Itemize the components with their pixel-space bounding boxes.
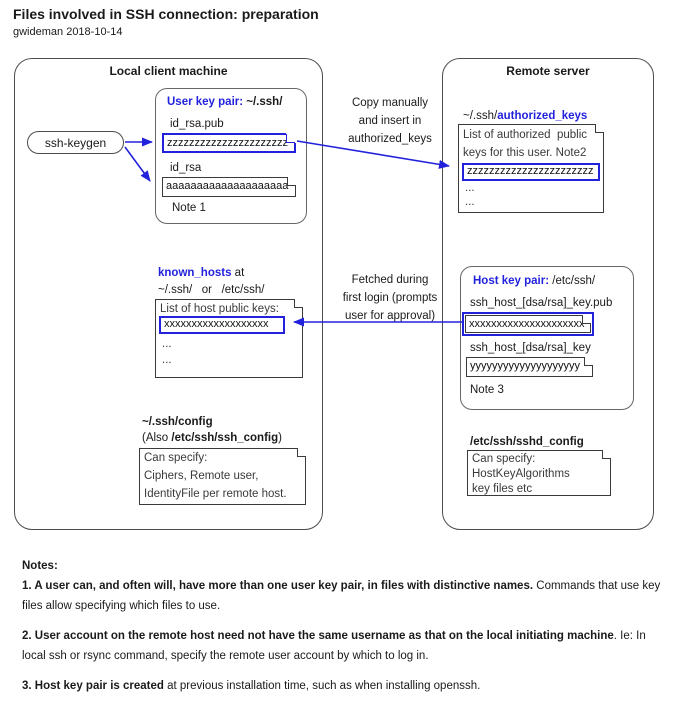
sshd-config-line-1: Can specify: (472, 453, 536, 465)
notes-section: Notes: 1. A user can, and often will, ha… (22, 556, 662, 706)
authorized-keys-line2: keys for this user. Note2 (463, 147, 587, 159)
ssh-host-key-pub-file: xxxxxxxxxxxxxxxxxxxxx (465, 314, 592, 333)
sshd-config-line-3: key files etc (472, 483, 533, 495)
id-rsa-label: id_rsa (170, 162, 202, 174)
ssh-keygen-label: ssh-keygen (44, 135, 107, 150)
user-key-pair-box (155, 88, 307, 224)
note-1-bold: 1. A user can, and often will, have more… (22, 580, 534, 592)
sshd-config-line-2: HostKeyAlgorithms (472, 468, 570, 480)
note-3-ref: Note 3 (470, 384, 504, 396)
note-2-bold: 2. User account on the remote host need … (22, 630, 614, 642)
sshd-config-title: /etc/ssh/sshd_config (470, 436, 584, 448)
id-rsa-content: aaaaaaaaaaaaaaaaaaaa (166, 180, 289, 192)
note-1-ref: Note 1 (172, 202, 206, 214)
note-3: 3. Host key pair is created at previous … (22, 676, 662, 696)
known-hosts-ellipsis-2: ... (162, 354, 172, 366)
ssh-host-key-file: yyyyyyyyyyyyyyyyyyyy (466, 356, 594, 377)
authorized-keys-key-entry: zzzzzzzzzzzzzzzzzzzzzzz (462, 163, 600, 181)
page-title: Files involved in SSH connection: prepar… (13, 6, 319, 22)
known-hosts-ellipsis-1: ... (162, 338, 172, 350)
known-hosts-title-bold: known_hosts (158, 267, 232, 279)
page-subtitle: gwideman 2018-10-14 (13, 26, 123, 38)
ssh-host-key-content: yyyyyyyyyyyyyyyyyyyy (470, 360, 580, 372)
ssh-config-file: Can specify: Ciphers, Remote user, Ident… (139, 447, 307, 505)
ssh-config-subtitle: (Also /etc/ssh/ssh_config) (142, 431, 282, 446)
ssh-config-subtitle-pre: (Also (142, 432, 172, 444)
user-key-pair-title-bold: User key pair: (167, 96, 244, 108)
known-hosts-key-entry: xxxxxxxxxxxxxxxxxxx (159, 316, 285, 334)
fetched-during-label: Fetched during first login (prompts user… (342, 274, 438, 322)
copy-manually-label: Copy manually and insert in authorized_k… (348, 97, 432, 145)
host-key-pair-title-bold: Host key pair: (473, 275, 550, 287)
known-hosts-line1: List of host public keys: (160, 303, 279, 315)
ssh-config-subtitle-post: ) (278, 432, 282, 444)
notes-heading: Notes: (22, 560, 58, 572)
id-rsa-pub-content: zzzzzzzzzzzzzzzzzzzzzz (167, 137, 288, 149)
id-rsa-pub-file: zzzzzzzzzzzzzzzzzzzzzz (162, 133, 296, 153)
id-rsa-pub-label: id_rsa.pub (170, 118, 224, 130)
ssh-config-line-2: Ciphers, Remote user, (144, 470, 259, 482)
note-2: 2. User account on the remote host need … (22, 626, 662, 666)
user-key-pair-title-path: ~/.ssh/ (243, 96, 283, 108)
known-hosts-title-rest: at (231, 267, 245, 279)
ssh-config-line-3: IdentityFile per remote host. (144, 488, 287, 500)
remote-server-header: Remote server (506, 64, 590, 78)
known-hosts-paths: ~/.ssh/ or /etc/ssh/ (158, 284, 265, 296)
user-key-pair-title: User key pair: ~/.ssh/ (167, 95, 282, 110)
authorized-keys-title-bold: authorized_keys (497, 110, 588, 122)
ssh-config-title: ~/.ssh/config (142, 416, 213, 428)
note-3-bold: 3. Host key pair is created (22, 680, 164, 692)
ssh-keygen-node: ssh-keygen (27, 131, 124, 154)
host-key-pair-box (460, 266, 634, 410)
note-3-rest: at previous installation time, such as w… (163, 680, 481, 692)
note-1: 1. A user can, and often will, have more… (22, 576, 662, 616)
known-hosts-file: List of host public keys: xxxxxxxxxxxxxx… (155, 298, 304, 378)
note-2-rest: . Ie: In local ssh or rsync command, spe… (22, 630, 646, 662)
ssh-config-line-1: Can specify: (144, 452, 208, 464)
authorized-keys-title: ~/.ssh/authorized_keys (463, 109, 587, 124)
local-client-machine-header: Local client machine (109, 64, 228, 78)
ssh-host-key-pub-content: xxxxxxxxxxxxxxxxxxxxx (469, 318, 585, 330)
known-hosts-title: known_hosts at (158, 266, 244, 281)
ssh-host-key-pub-label: ssh_host_[dsa/rsa]_key.pub (470, 297, 613, 309)
authorized-keys-title-path: ~/.ssh/ (463, 110, 498, 122)
ssh-host-key-pub-highlight: xxxxxxxxxxxxxxxxxxxxx (462, 312, 594, 336)
host-key-pair-title-path: /etc/ssh/ (549, 275, 596, 287)
authorized-keys-ellipsis-2: ... (465, 196, 475, 208)
authorized-keys-file: List of authorized public keys for this … (458, 123, 605, 213)
host-key-pair-title: Host key pair: /etc/ssh/ (473, 274, 595, 289)
id-rsa-file: aaaaaaaaaaaaaaaaaaaa (162, 176, 297, 197)
note-1-rest: Commands that use key files allow specif… (22, 580, 661, 612)
authorized-keys-ellipsis-1: ... (465, 182, 475, 194)
ssh-host-key-label: ssh_host_[dsa/rsa]_key (470, 342, 591, 354)
authorized-keys-line1: List of authorized public (463, 129, 588, 141)
sshd-config-file: Can specify: HostKeyAlgorithms key files… (467, 449, 612, 496)
ssh-config-subtitle-bold: /etc/ssh/ssh_config (171, 432, 279, 444)
